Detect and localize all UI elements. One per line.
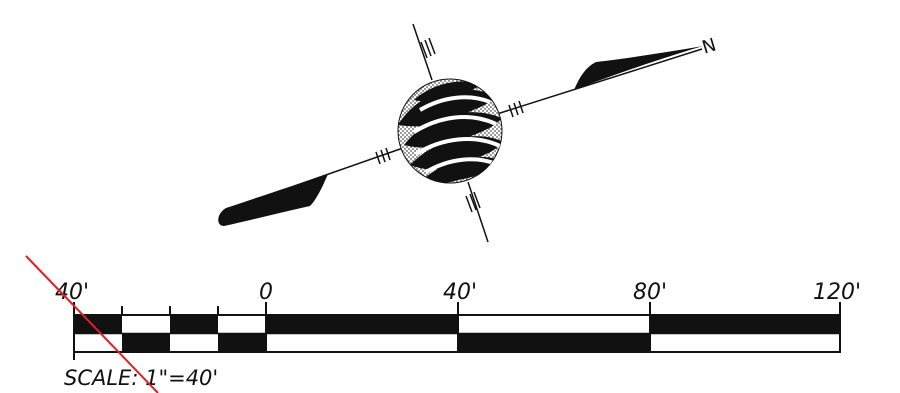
scale-segment	[218, 315, 266, 334]
scale-segment	[650, 333, 840, 352]
north-arrow-icon: N	[218, 23, 719, 243]
compass-ball	[397, 78, 503, 184]
scale-segment	[458, 315, 650, 334]
scale-bar: 40' 0 40' 80' 120' SCALE: 1"=40'	[55, 280, 861, 390]
scale-tick-label: 80'	[633, 280, 667, 305]
scale-segment	[122, 315, 170, 334]
scale-caption: SCALE: 1"=40'	[64, 366, 218, 390]
scale-tick-label: 0	[259, 280, 273, 305]
annotation-line	[25, 255, 159, 393]
scale-tick-label: 40'	[443, 280, 477, 305]
scale-segment	[218, 333, 266, 352]
scale-segment	[74, 333, 122, 352]
scale-segment	[266, 333, 458, 352]
scale-segment	[122, 333, 170, 352]
scale-segment	[170, 333, 218, 352]
scale-segment	[266, 315, 458, 334]
north-arrow-tail	[218, 174, 328, 226]
scale-segment	[650, 315, 840, 334]
scale-segment	[458, 333, 650, 352]
north-arrowhead	[572, 46, 703, 95]
scale-segment	[170, 315, 218, 334]
scale-tick-label: 120'	[813, 280, 861, 305]
north-letter: N	[700, 34, 719, 58]
scale-ticks	[73, 302, 841, 360]
scale-bar-segments	[74, 315, 840, 352]
compass-cross-axis	[412, 23, 489, 243]
